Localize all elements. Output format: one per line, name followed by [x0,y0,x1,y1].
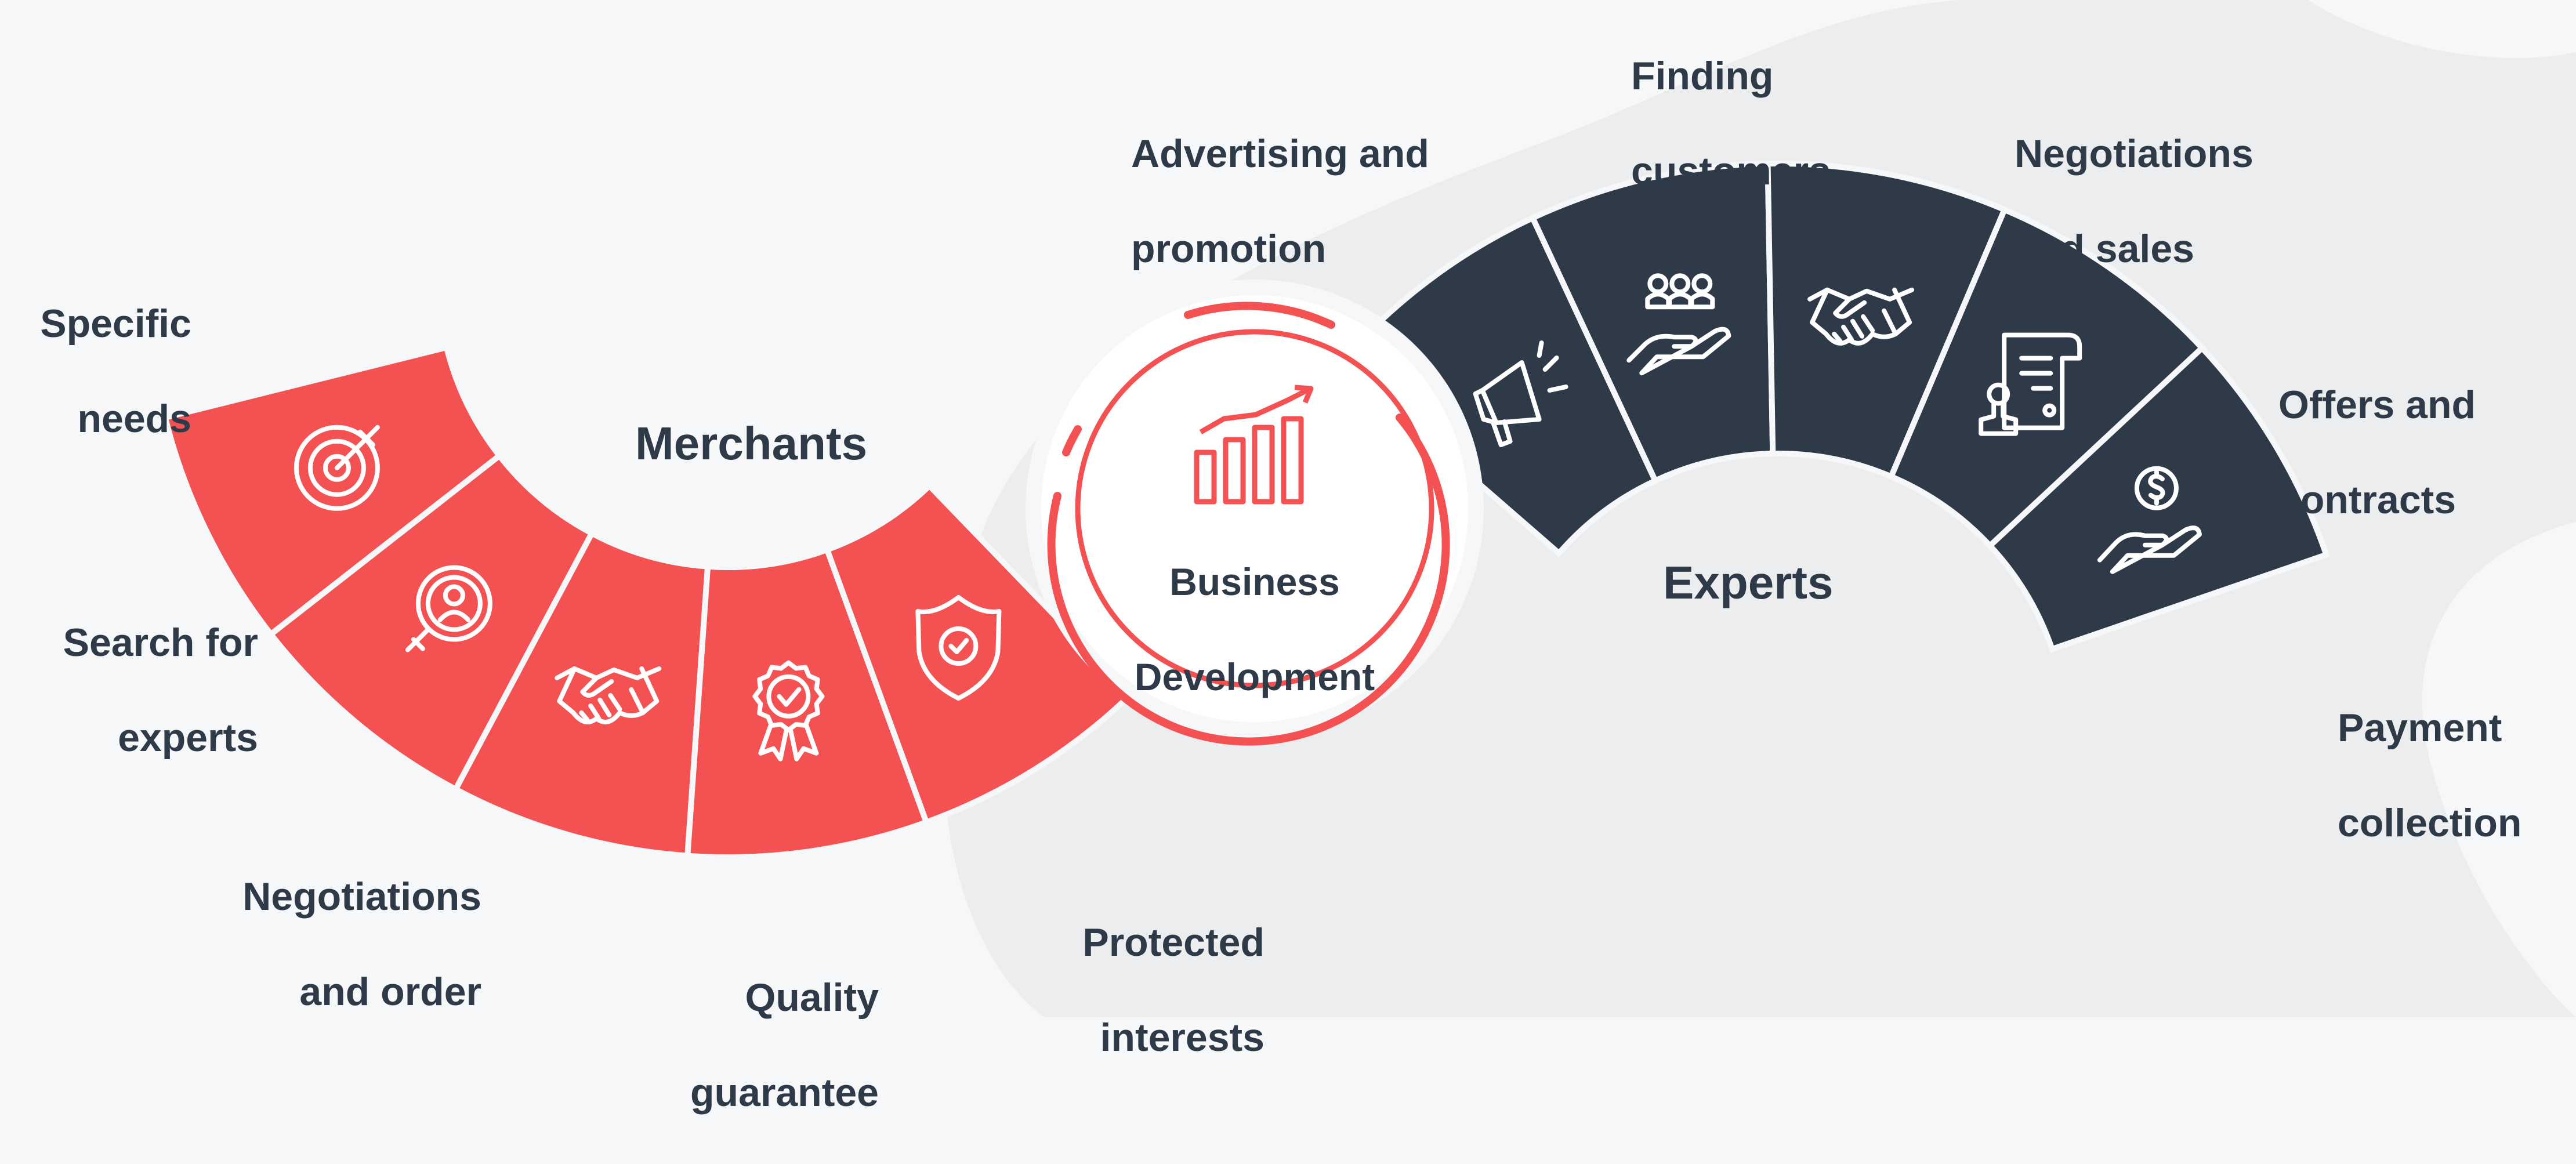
experts-arc [1336,161,2330,653]
contract-stamp-icon [1979,332,2082,436]
center-label-line2: Development [1134,655,1375,698]
background-blob-top [2309,0,2576,58]
step-label-protected-interests: Protected interests [1082,920,1265,1060]
award-badge-icon [752,660,825,762]
center-medallion [1026,280,1484,746]
background-blob-right [2422,522,2576,1017]
step-label-offers-and-contracts: Offers and contracts [2278,383,2476,522]
growth-chart-icon [1194,385,1314,505]
diagram-canvas [161,0,2576,1017]
coin-in-hand-icon [2097,466,2202,574]
handshake-icon [1807,287,1915,346]
handshake-icon [555,666,662,724]
step-label-payment-collection: Payment collection [2338,706,2522,845]
target-icon [294,425,380,511]
step-label-advertising-and-promotion: Advertising and promotion [1131,132,1429,271]
merchants-arc [161,343,1135,860]
people-in-hand-icon [1626,273,1731,376]
step-label-finding-customers: Finding customers [1631,54,1831,193]
step-label-specific-needs: Specific needs [40,302,191,441]
magnifier-person-icon [405,565,492,652]
shield-check-icon [915,595,1002,701]
step-label-search-for-experts: Search for experts [63,621,258,760]
center-label: Business Development [1081,510,1429,748]
business-development-diagram: Business Development Merchants Experts S… [40,0,2576,1115]
experts-title: Experts [1663,557,1834,608]
center-label-line1: Business [1169,560,1340,603]
step-label-negotiations-and-order: Negotiations and order [242,875,481,1014]
step-label-quality-guarantee: Quality guarantee [690,976,879,1115]
megaphone-icon [1473,340,1568,447]
merchants-title: Merchants [635,418,868,469]
background-blob [943,0,2576,1017]
step-label-negotiations-and-sales: Negotiations and sales [2015,132,2253,271]
